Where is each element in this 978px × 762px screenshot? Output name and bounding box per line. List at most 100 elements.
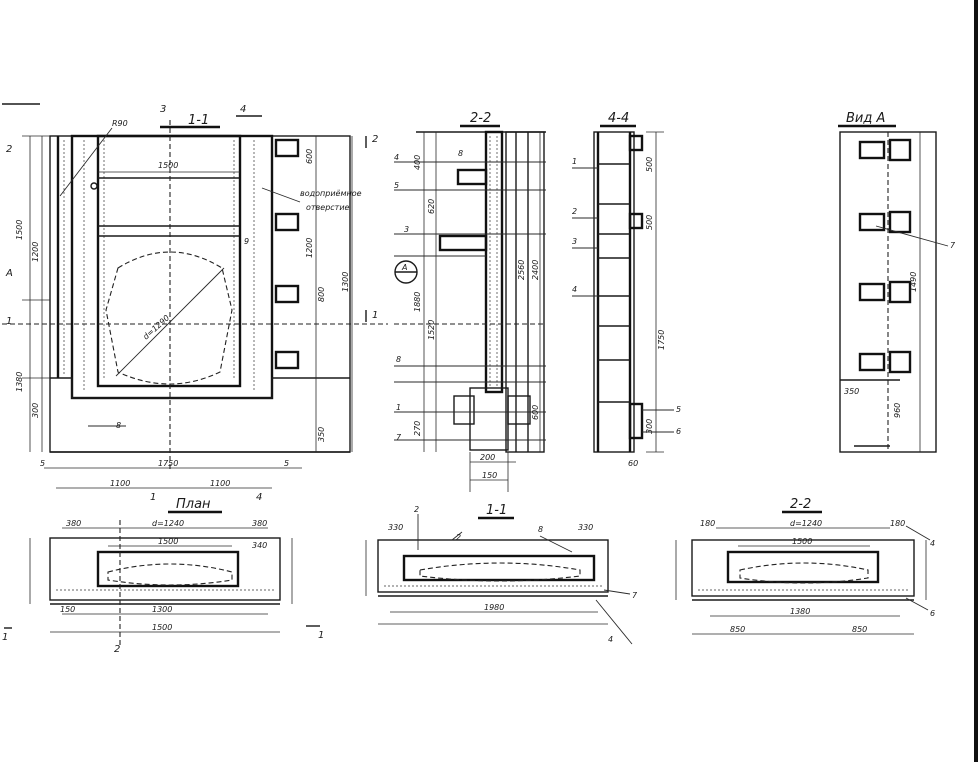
dimension-value: 600 <box>305 149 314 164</box>
base-flange <box>453 395 475 425</box>
section-mark: 2 <box>114 644 120 655</box>
floor-step <box>50 377 350 399</box>
dimension-value: 60 <box>628 459 638 468</box>
section-mark: 1 <box>318 630 324 641</box>
dimension-value: 1200 <box>31 242 40 262</box>
dimension-value: 270 <box>413 421 422 436</box>
section-4-4-view: 4-4 1 2 3 4 5 6 500 500 1750 300 60 <box>572 111 681 468</box>
leader-line <box>59 127 113 197</box>
step-bracket <box>858 352 886 372</box>
section-2-2-lower-title: 2-2 <box>790 497 811 512</box>
item-mark: 6 <box>676 427 681 436</box>
item-mark: 8 <box>538 525 543 534</box>
dimension-value: 200 <box>480 453 495 462</box>
dimension-value: 340 <box>252 541 267 550</box>
item-mark: 8 <box>458 149 463 158</box>
item-mark: 3 <box>572 237 577 246</box>
dimension-value: 330 <box>578 523 593 532</box>
dimension-value: 1500 <box>158 537 178 546</box>
dimension-value: 150 <box>60 605 75 614</box>
step-plate <box>888 280 912 304</box>
leader-line <box>875 225 949 247</box>
dimension-value: 350 <box>317 427 326 442</box>
step-bracket <box>858 140 886 160</box>
item-mark: 8 <box>116 421 121 430</box>
section-2-2-view: 2-2 A 4 5 3 8 8 1 7 <box>394 111 546 492</box>
dimension-value: 620 <box>427 199 436 214</box>
step-bracket <box>628 402 644 440</box>
section-mark: 1 <box>6 316 12 327</box>
radius-label: R90 <box>112 119 128 128</box>
section-mark: 1 <box>2 632 8 643</box>
section-mark: 1 <box>150 492 156 503</box>
dimension-value: 1750 <box>158 459 178 468</box>
base-block <box>469 387 509 451</box>
diameter-label: d=1290 <box>141 313 171 341</box>
dimension-value: 1500 <box>158 161 178 170</box>
section-2-2-lower-view: 2-2 d=1240 1500 1380 850 850 180 180 4 6 <box>675 497 935 635</box>
step-bracket <box>274 350 300 370</box>
section-mark: 3 <box>160 104 166 115</box>
section-2-2-title: 2-2 <box>470 111 491 126</box>
opening-note: водоприёмное <box>300 189 362 198</box>
view-a-title: Вид А <box>846 111 885 126</box>
pipe-opening <box>105 251 233 385</box>
step-bracket <box>274 284 300 304</box>
item-mark: 6 <box>930 609 935 618</box>
plan-opening <box>96 550 240 588</box>
leader-line <box>539 535 573 553</box>
section-mark: 1 <box>372 310 378 321</box>
section-1-1-view: 1-1 3 4 d=1290 <box>2 103 388 489</box>
dimension-value: 1100 <box>110 479 130 488</box>
item-mark: 7 <box>632 591 638 600</box>
dimension-value: 380 <box>252 519 267 528</box>
item-mark: 1 <box>396 403 401 412</box>
dimension-value: 600 <box>531 405 540 420</box>
dimension-value: 800 <box>317 287 326 302</box>
wall-elevation <box>593 131 635 453</box>
section-1-1-lower-title: 1-1 <box>486 503 507 518</box>
section-mark: 4 <box>256 492 262 503</box>
dimension-value: 1490 <box>909 272 918 292</box>
step-bracket <box>274 212 300 232</box>
item-mark: 4 <box>572 285 577 294</box>
item-mark: 9 <box>244 237 249 246</box>
step-bracket <box>628 134 644 152</box>
dimension-value: 1750 <box>657 330 666 350</box>
dimension-value: 1500 <box>15 220 24 240</box>
slab-opening <box>739 562 869 584</box>
plan-outline <box>49 537 281 601</box>
dimension-value: 350 <box>844 387 859 396</box>
dimension-value: d=1240 <box>152 519 184 528</box>
dimension-value: 1980 <box>484 603 504 612</box>
dimension-value: 500 <box>645 157 654 172</box>
dimension-value: d=1240 <box>790 519 822 528</box>
wall-section <box>484 130 504 394</box>
view-marker-label: A <box>401 263 407 272</box>
right-column <box>505 131 545 453</box>
plan-pipe <box>107 563 233 586</box>
slab-opening <box>419 562 581 582</box>
dimension-value: 1380 <box>790 607 810 616</box>
leader-line <box>261 187 301 203</box>
step-plate <box>888 210 912 234</box>
step-bracket <box>438 234 488 252</box>
item-mark: 4 <box>930 539 935 548</box>
section-mark-a: A <box>5 268 13 279</box>
item-mark: 5 <box>676 405 681 414</box>
section-mark: 4 <box>240 104 246 115</box>
section-mark: 2 <box>372 134 378 145</box>
dimension-value: 1380 <box>15 372 24 392</box>
plan-view: План 1 4 d=1240 380 380 1500 1300 1500 3… <box>2 492 324 655</box>
dimension-value: 400 <box>413 155 422 170</box>
dimension-value: 1880 <box>413 292 422 312</box>
step-plate <box>888 138 912 162</box>
sheet-border <box>974 0 978 762</box>
dimension-value: 5 <box>40 459 45 468</box>
dimension-value: 300 <box>31 403 40 418</box>
item-mark: 5 <box>394 181 399 190</box>
dimension-value: 150 <box>482 471 497 480</box>
item-mark: 2 <box>456 533 461 542</box>
item-mark: 7 <box>950 241 956 250</box>
